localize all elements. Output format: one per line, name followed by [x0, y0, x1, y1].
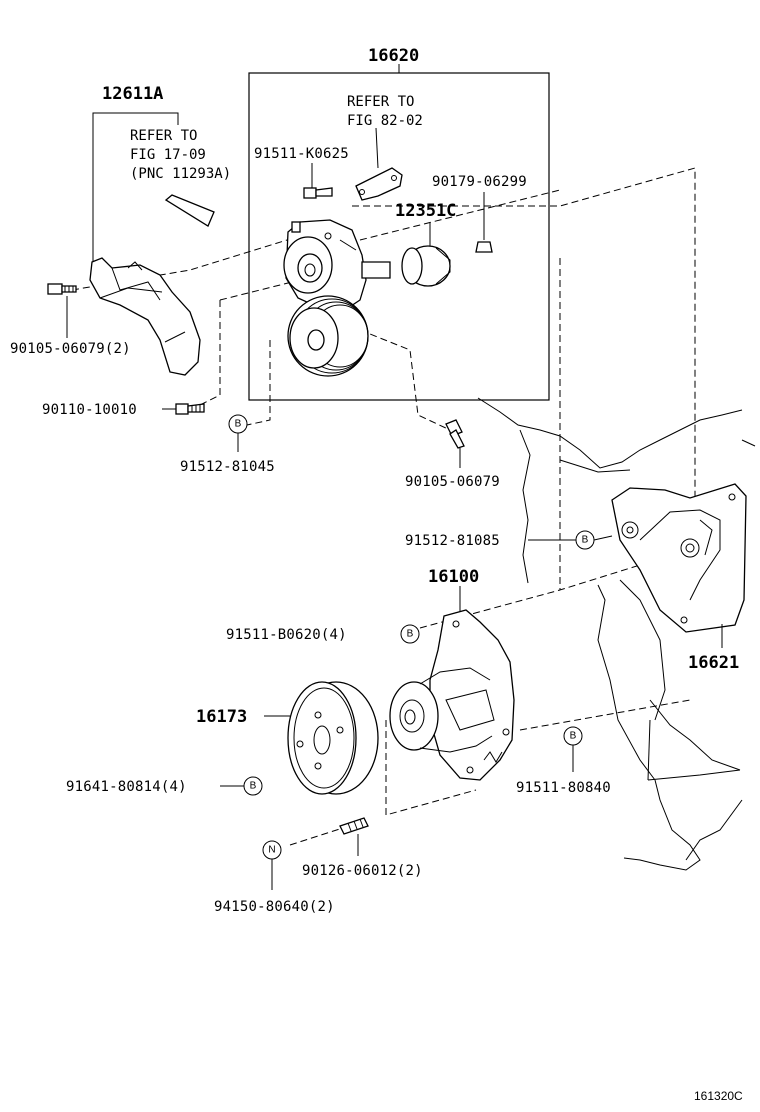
label-90126-06012-2[interactable]: 90126-06012(2): [302, 863, 423, 879]
figure-id: 161320C: [694, 1089, 743, 1103]
marker-b-91512-81085[interactable]: B: [575, 530, 595, 550]
bolt-90105-06079[interactable]: [445, 419, 465, 449]
label-12611a[interactable]: 12611A: [102, 84, 163, 104]
svg-text:N: N: [268, 845, 275, 856]
label-91512-81045[interactable]: 91512-81045: [180, 459, 275, 475]
refer-17-line3: (PNC 11293A): [130, 166, 231, 182]
label-91511-80840[interactable]: 91511-80840: [516, 780, 611, 796]
marker-n-94150-80640[interactable]: N: [262, 840, 282, 860]
label-16173[interactable]: 16173: [196, 707, 247, 727]
label-91511-k0625[interactable]: 91511-K0625: [254, 146, 349, 162]
label-90105-06079-2[interactable]: 90105-06079(2): [10, 341, 131, 357]
bolt-90110-10010[interactable]: [175, 403, 205, 415]
svg-text:B: B: [407, 629, 414, 640]
marker-b-91512-81045[interactable]: B: [228, 414, 248, 434]
pump-pulley-16173[interactable]: [287, 681, 379, 795]
label-91512-81085[interactable]: 91512-81085: [405, 533, 500, 549]
label-91641-80814-4[interactable]: 91641-80814(4): [66, 779, 187, 795]
refer-82-line1: REFER TO: [347, 94, 414, 110]
label-16100[interactable]: 16100: [428, 567, 479, 587]
stud-90126-06012[interactable]: [339, 817, 369, 835]
label-91511-b0620-4[interactable]: 91511-B0620(4): [226, 627, 347, 643]
svg-text:B: B: [582, 535, 589, 546]
tensioner-body[interactable]: [283, 219, 391, 311]
label-12351c[interactable]: 12351C: [395, 201, 456, 221]
bolt-91511-k0625[interactable]: [303, 187, 333, 199]
label-16620[interactable]: 16620: [368, 46, 419, 66]
water-pump-16100[interactable]: [389, 609, 515, 781]
label-16621[interactable]: 16621: [688, 653, 739, 673]
timing-cover-12611a[interactable]: [89, 257, 201, 376]
tensioner-mount-bracket: [355, 167, 403, 201]
bolt-90105-06079-pair[interactable]: [47, 283, 77, 295]
svg-text:B: B: [235, 419, 242, 430]
refer-82-line2: FIG 82-02: [347, 113, 423, 129]
idler-collar-12351c[interactable]: [401, 245, 451, 287]
engine-block-outline: [477, 397, 756, 871]
marker-b-91511-80840[interactable]: B: [563, 726, 583, 746]
marker-b-91511-b0620[interactable]: B: [400, 624, 420, 644]
label-90179-06299[interactable]: 90179-06299: [432, 174, 527, 190]
marker-b-91641-80814[interactable]: B: [243, 776, 263, 796]
svg-text:B: B: [570, 731, 577, 742]
gasket-strip: [164, 194, 215, 227]
label-94150-80640-2[interactable]: 94150-80640(2): [214, 899, 335, 915]
bracket-16621[interactable]: [611, 483, 747, 633]
refer-17-line1: REFER TO: [130, 128, 197, 144]
label-90105-06079[interactable]: 90105-06079: [405, 474, 500, 490]
svg-text:B: B: [250, 781, 257, 792]
label-90110-10010[interactable]: 90110-10010: [42, 402, 137, 418]
refer-17-line2: FIG 17-09: [130, 147, 206, 163]
tensioner-pulley[interactable]: [287, 295, 369, 377]
nut-90179-06299[interactable]: [475, 241, 493, 253]
